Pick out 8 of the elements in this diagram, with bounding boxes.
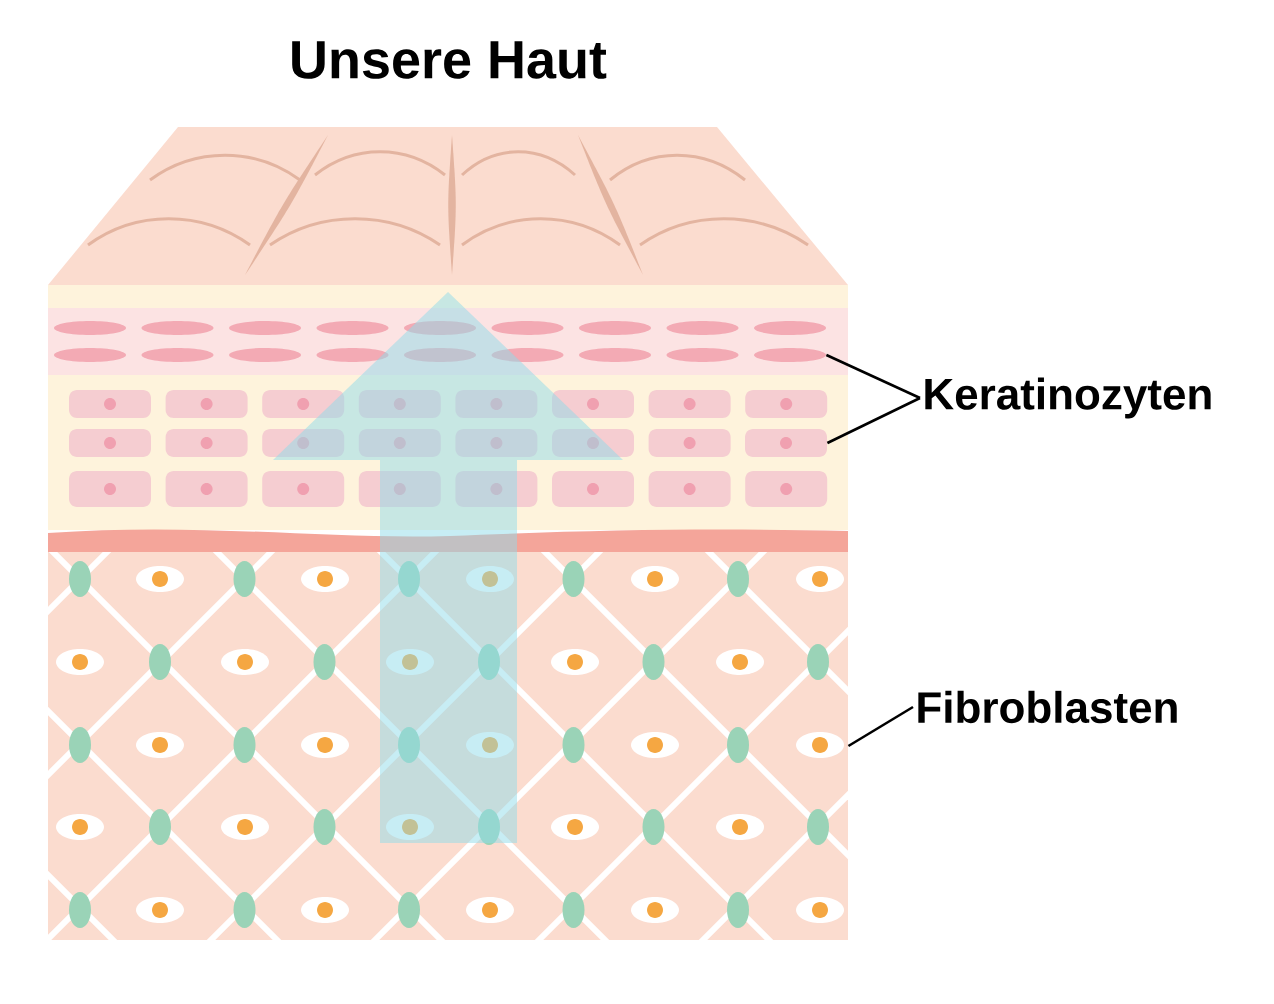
title: Unsere Haut (292, 41, 607, 79)
callout-label: Fibroblasten (918, 690, 1177, 724)
dermis-layer (48, 552, 848, 940)
leader-line (847, 705, 914, 748)
callout-label: Keratinozyten (925, 377, 1211, 419)
leader-line (826, 396, 921, 445)
flattened-cell (754, 348, 826, 362)
leader-line (825, 353, 921, 400)
